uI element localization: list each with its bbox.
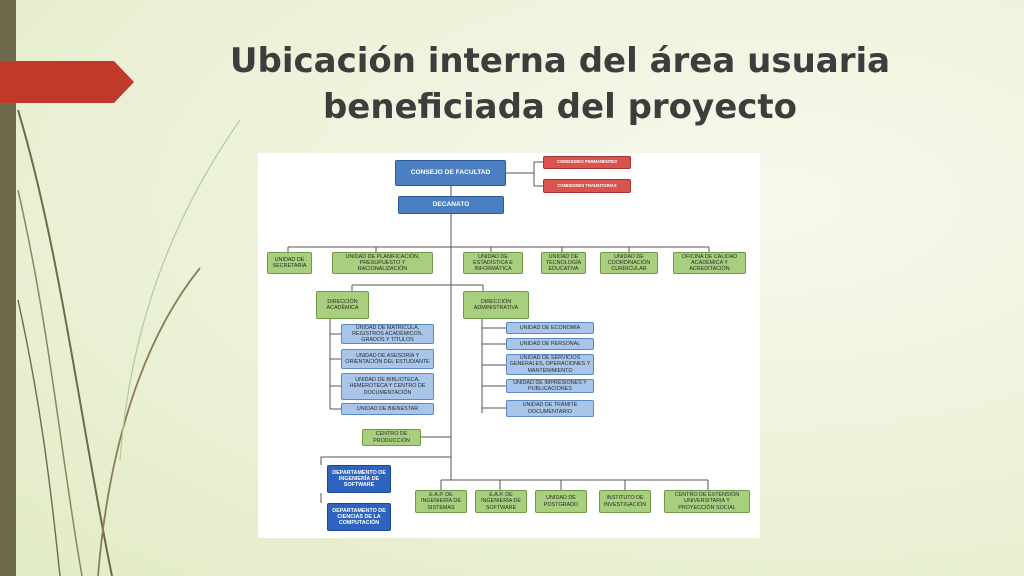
node-unidad-servicios-generales: UNIDAD DE SERVICIOS GENERALES, OPERACION… xyxy=(506,354,594,375)
node-unidad-postgrado: UNIDAD DE POSTGRADO xyxy=(535,490,587,513)
node-unidad-asesoria: UNIDAD DE ASESORÍA Y ORIENTACIÓN DEL EST… xyxy=(341,349,434,369)
node-eap-ingenieria-sistemas: E.A.P. DE INGENIERÍA DE SISTEMAS xyxy=(415,490,467,513)
node-unidad-coordinacion: UNIDAD DE COORDINACIÓN CURRICULAR xyxy=(600,252,658,274)
node-consejo-de-facultad: CONSEJO DE FACULTAD xyxy=(395,160,506,186)
node-comisiones-transitorias: COMISIONES TRANSITORIAS xyxy=(543,179,631,193)
node-unidad-economia: UNIDAD DE ECONOMÍA xyxy=(506,322,594,334)
node-comisiones-permanentes: COMISIONES PERMANENTES xyxy=(543,156,631,169)
node-unidad-bienestar: UNIDAD DE BIENESTAR xyxy=(341,403,434,415)
node-unidad-tecnologia: UNIDAD DE TECNOLOGÍA EDUCATIVA xyxy=(541,252,586,274)
node-unidad-tramite: UNIDAD DE TRÁMITE DOCUMENTARIO xyxy=(506,400,594,417)
node-unidad-matricula: UNIDAD DE MATRÍCULA, REGISTROS ACADÉMICO… xyxy=(341,324,434,344)
node-oficina-calidad: OFICINA DE CALIDAD ACADÉMICA Y ACREDITAC… xyxy=(673,252,746,274)
node-centro-extension: CENTRO DE EXTENSIÓN UNIVERSITARIA Y PROY… xyxy=(664,490,750,513)
node-unidad-secretaria: UNIDAD DE SECRETARÍA xyxy=(267,252,312,274)
node-unidad-estadistica: UNIDAD DE ESTADÍSTICA E INFORMÁTICA xyxy=(463,252,523,274)
slide-title: Ubicación interna del área usuaria benef… xyxy=(180,38,940,130)
node-instituto-investigacion: INSTITUTO DE INVESTIGACIÓN xyxy=(599,490,651,513)
node-unidad-biblioteca: UNIDAD DE BIBLIOTECA, HEMEROTECA Y CENTR… xyxy=(341,373,434,400)
left-accent-bar xyxy=(0,0,16,576)
node-departamento-ingenieria-software: DEPARTAMENTO DE INGENIERÍA DE SOFTWARE xyxy=(327,465,391,493)
slide-title-line-1: Ubicación interna del área usuaria xyxy=(229,41,891,81)
org-chart: CONSEJO DE FACULTAD COMISIONES PERMANENT… xyxy=(258,153,760,538)
node-eap-ingenieria-software: E.A.P. DE INGENIERÍA DE SOFTWARE xyxy=(475,490,527,513)
node-centro-produccion: CENTRO DE PRODUCCIÓN xyxy=(362,429,421,446)
node-unidad-impresiones: UNIDAD DE IMPRESIONES Y PUBLICACIONES xyxy=(506,379,594,393)
slide-title-line-2: beneficiada del proyecto xyxy=(322,87,798,127)
node-unidad-planificacion: UNIDAD DE PLANIFICACIÓN, PRESUPUESTO Y R… xyxy=(332,252,433,274)
node-direccion-academica: DIRECCIÓN ACADÉMICA xyxy=(316,291,369,319)
node-decanato: DECANATO xyxy=(398,196,504,214)
node-direccion-administrativa: DIRECCIÓN ADMINISTRATIVA xyxy=(463,291,529,319)
decorative-swirls xyxy=(17,109,241,576)
node-unidad-personal: UNIDAD DE PERSONAL xyxy=(506,338,594,350)
title-arrow-tab xyxy=(0,61,134,103)
node-departamento-ciencias-computacion: DEPARTAMENTO DE CIENCIAS DE LA COMPUTACI… xyxy=(327,503,391,531)
org-chart-connectors xyxy=(287,161,710,503)
